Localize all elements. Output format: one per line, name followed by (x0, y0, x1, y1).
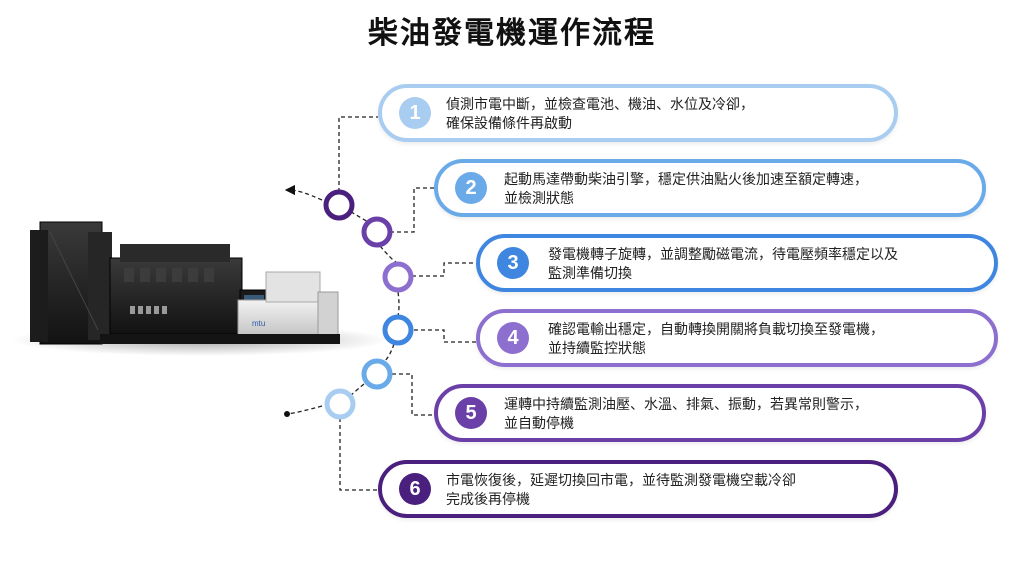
arc-node-3 (382, 314, 414, 346)
step-3-line-2: 監測準備切換 (548, 266, 632, 282)
arc-node-1 (324, 388, 356, 420)
arc-node-6 (323, 189, 355, 221)
step-2-line-1: 起動馬達帶動柴油引擎，穩定供油點火後加速至額定轉速， (504, 172, 868, 188)
step-1-box: 1 偵測市電中斷，並檢查電池、機油、水位及冷卻， 確保設備條件再啟動 (378, 84, 898, 142)
step-5-number: 5 (455, 397, 487, 429)
step-2-text: 起動馬達帶動柴油引擎，穩定供油點火後加速至額定轉速， 並檢測狀態 (504, 171, 968, 209)
step-5-text: 運轉中持續監測油壓、水溫、排氣、振動，若異常則警示， 並自動停機 (504, 396, 968, 434)
step-4-text: 確認電輸出穩定，自動轉換開關將負載切換至發電機， 並持續監控狀態 (548, 321, 980, 359)
step-3-box: 3 發電機轉子旋轉，並調整勵磁電流，待電壓頻率穩定以及 監測準備切換 (476, 234, 998, 292)
page-title: 柴油發電機運作流程 (368, 16, 656, 51)
step-4-number: 4 (497, 322, 529, 354)
arc-node-5 (361, 216, 393, 248)
arc-nodes (323, 189, 414, 420)
step-2-number: 2 (455, 172, 487, 204)
step-6-number: 6 (399, 473, 431, 505)
start-dot (284, 411, 290, 417)
step-3-line-1: 發電機轉子旋轉，並調整勵磁電流，待電壓頻率穩定以及 (548, 247, 898, 263)
step-1-line-2: 確保設備條件再啟動 (446, 116, 572, 132)
step-4-box: 4 確認電輸出穩定，自動轉換開關將負載切換至發電機， 並持續監控狀態 (476, 309, 998, 367)
step-6-text: 市電恢復後，延遲切換回市電，並待監測發電機空載冷卻 完成後再停機 (446, 472, 880, 510)
svg-text:mtu: mtu (252, 319, 265, 328)
arc-node-4 (382, 261, 414, 293)
step-5-line-2: 並自動停機 (504, 416, 574, 432)
step-5-line-1: 運轉中持續監測油壓、水溫、排氣、振動，若異常則警示， (504, 397, 868, 413)
step-5-box: 5 運轉中持續監測油壓、水溫、排氣、振動，若異常則警示， 並自動停機 (434, 384, 986, 442)
step-3-text: 發電機轉子旋轉，並調整勵磁電流，待電壓頻率穩定以及 監測準備切換 (548, 246, 980, 284)
step-2-line-2: 並檢測狀態 (504, 191, 574, 207)
step-6-line-2: 完成後再停機 (446, 492, 530, 508)
step-1-text: 偵測市電中斷，並檢查電池、機油、水位及冷卻， 確保設備條件再啟動 (446, 96, 880, 134)
step-6-box: 6 市電恢復後，延遲切換回市電，並待監測發電機空載冷卻 完成後再停機 (378, 460, 898, 518)
arc-node-2 (361, 358, 393, 390)
step-4-line-2: 並持續監控狀態 (548, 341, 646, 357)
step-2-box: 2 起動馬達帶動柴油引擎，穩定供油點火後加速至額定轉速， 並檢測狀態 (434, 159, 986, 217)
diesel-generator-image: mtu (10, 221, 390, 356)
step-3-number: 3 (497, 247, 529, 279)
step-6-line-1: 市電恢復後，延遲切換回市電，並待監測發電機空載冷卻 (446, 473, 796, 489)
step-1-number: 1 (399, 97, 431, 129)
step-4-line-1: 確認電輸出穩定，自動轉換開關將負載切換至發電機， (548, 322, 884, 338)
step-1-line-1: 偵測市電中斷，並檢查電池、機油、水位及冷卻， (446, 97, 754, 113)
